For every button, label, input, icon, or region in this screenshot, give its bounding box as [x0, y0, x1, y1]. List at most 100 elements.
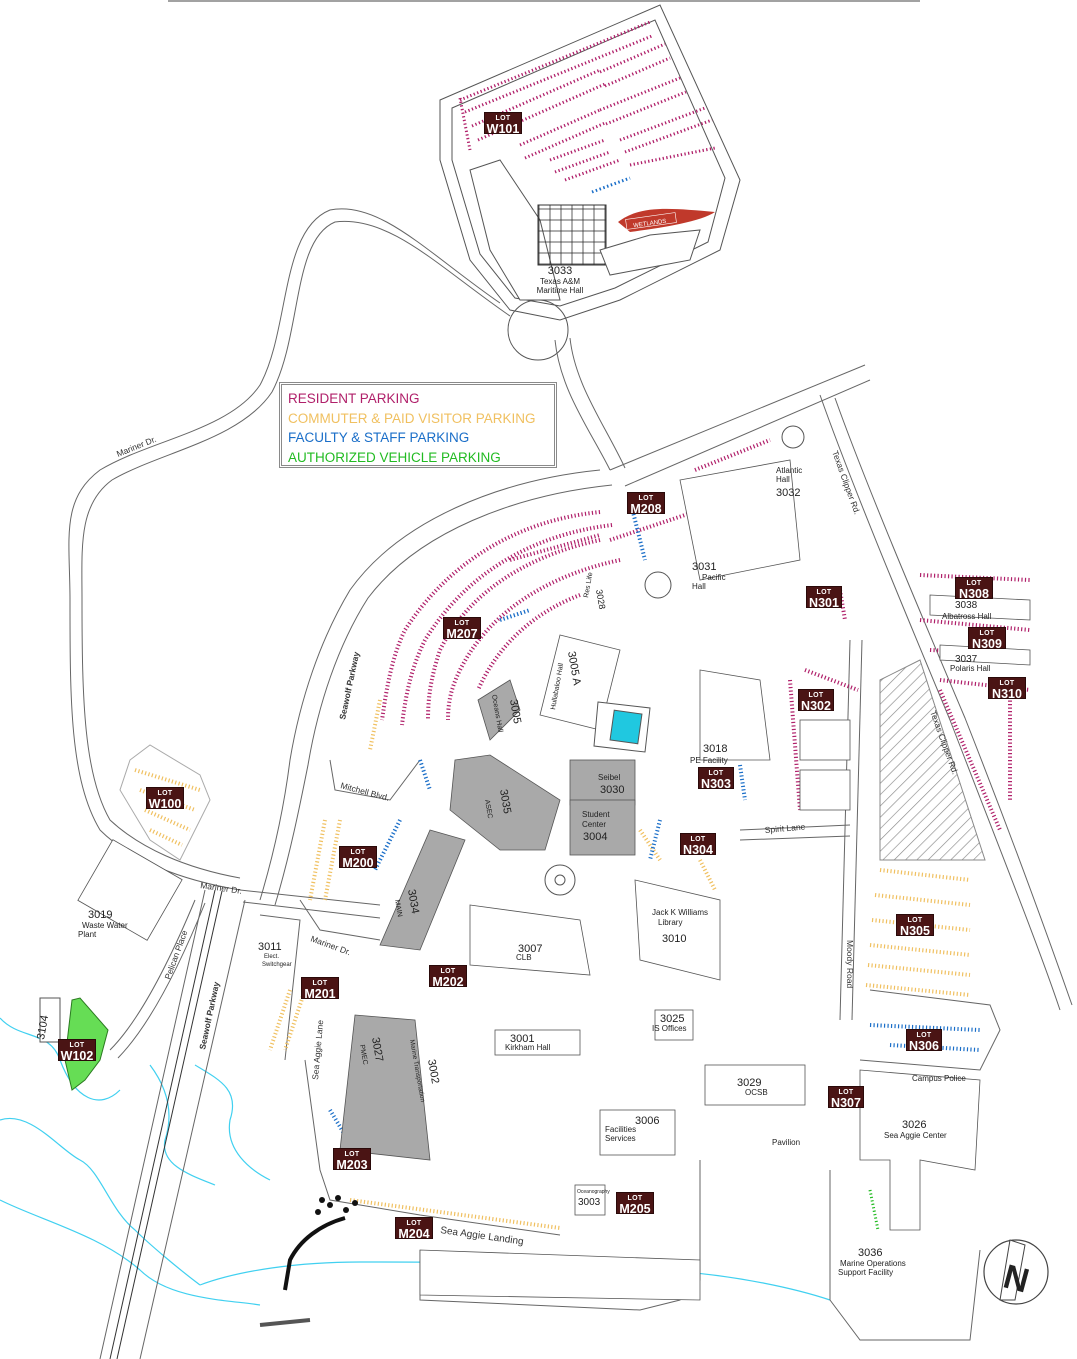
bldg-3018-num: 3018 — [703, 743, 727, 755]
lot-prefix: LOT — [454, 620, 470, 627]
asec-building — [449, 754, 561, 851]
bldg-3007-num: 3007 — [518, 943, 542, 955]
lot-prefix: LOT — [312, 980, 328, 987]
bldg-3030-name: Seibel — [598, 773, 620, 782]
bldg-3011-name1: Elect. — [264, 954, 279, 960]
north-arrow-icon: N — [983, 1239, 1049, 1305]
lot-id: N306 — [909, 1039, 939, 1053]
bldg-3033-name1: Texas A&M — [540, 277, 580, 286]
lot-id: N307 — [831, 1096, 861, 1110]
bldg-3004-num: 3004 — [583, 831, 607, 843]
lot-prefix: LOT — [690, 836, 706, 843]
building-labels: 3033 Texas A&M Maritime Hall WETLANDS At… — [35, 219, 991, 1277]
bldg-3031-name1: Pacific — [702, 573, 726, 582]
campus-police-label: Campus Police — [912, 1074, 966, 1083]
lot-id: M205 — [619, 1202, 651, 1216]
bldg-3037-name: Polaris Hall — [950, 664, 991, 673]
legend-faculty: FACULTY & STAFF PARKING — [288, 430, 470, 445]
wetlands-label: WETLANDS — [633, 219, 667, 230]
lot-prefix: LOT — [966, 580, 982, 587]
bldg-3018-name: PE Facility — [690, 756, 728, 765]
main-building — [379, 829, 466, 951]
road-label-mitchell: Mitchell Blvd. — [339, 780, 390, 803]
bldg-3104-num: 3104 — [35, 1014, 51, 1040]
outline-buildings — [77, 459, 1031, 1301]
bldg-3033-name2: Maritime Hall — [537, 286, 584, 295]
pavilion-label: Pavilion — [772, 1138, 800, 1147]
bldg-3003-num: 3003 — [578, 1197, 601, 1208]
lot-id: M207 — [446, 627, 478, 641]
bldg-3032-num: 3032 — [776, 487, 800, 499]
lot-prefix: LOT — [627, 1195, 643, 1202]
lot-id: N308 — [959, 587, 989, 601]
lot-id: N301 — [809, 596, 839, 610]
road-label-seawolf-low: Seawolf Parkway — [197, 981, 221, 1051]
building-3104 — [39, 997, 61, 1043]
bldg-3034-num: 3034 — [405, 888, 421, 914]
bldg-3033-num: 3033 — [548, 265, 572, 277]
bldg-3028-name: Res Life — [583, 572, 594, 599]
lot-prefix: LOT — [816, 589, 832, 596]
lot-id: W102 — [60, 1049, 94, 1063]
campus-buildings — [339, 679, 636, 1161]
bldg-3010-num: 3010 — [662, 933, 686, 945]
lot-id: N304 — [683, 843, 713, 857]
bldg-3005-num: 3005 — [507, 698, 523, 724]
bldg-3035-name: ASEC — [483, 799, 493, 819]
lot-id: N305 — [900, 924, 930, 938]
lot-prefix: LOT — [907, 917, 923, 924]
lot-prefix: LOT — [440, 968, 456, 975]
lot-prefix: LOT — [808, 692, 824, 699]
bldg-3026-name: Sea Aggie Center — [884, 1131, 947, 1140]
landing-trees — [315, 1195, 358, 1215]
lot-prefix: LOT — [708, 770, 724, 777]
lot-w101-area — [439, 4, 741, 361]
bldg-3001-name: Kirkham Hall — [505, 1043, 551, 1052]
lot-prefix: LOT — [406, 1220, 422, 1227]
road-label-mariner-mid: Mariner Dr. — [309, 933, 352, 957]
road-label-moody: Moody Road — [845, 940, 855, 988]
bldg-3027-name: PMEC — [358, 1044, 368, 1065]
bldg-3004-name1: Student — [582, 810, 610, 819]
bldg-3011-name2: Switchgear — [262, 962, 292, 968]
road-label-sea-aggie-lane: Sea Aggie Lane — [310, 1019, 325, 1080]
bldg-3031-name2: Hall — [692, 582, 706, 591]
lot-id: M203 — [336, 1158, 368, 1172]
bldg-3037-num: 3037 — [955, 654, 978, 665]
road-label-spirit: Spirit Lane — [764, 821, 806, 835]
bldg-3010-name2: Library — [658, 918, 682, 927]
bldg-3027-num: 3027 — [369, 1036, 385, 1062]
bldg-3025-num: 3025 — [660, 1013, 684, 1025]
bldg-3001-num: 3001 — [510, 1033, 534, 1045]
bldg-3029-name: OCSB — [745, 1088, 768, 1097]
lot-prefix: LOT — [838, 1089, 854, 1096]
bldg-3019-name2: Plant — [78, 930, 97, 939]
bldg-3036-name2: Support Facility — [838, 1268, 893, 1277]
hatched-field — [879, 659, 986, 861]
bldg-3028-num: 3028 — [594, 589, 607, 610]
bldg-3034-name: MAIN — [393, 899, 403, 917]
lot-id: M204 — [398, 1227, 430, 1241]
